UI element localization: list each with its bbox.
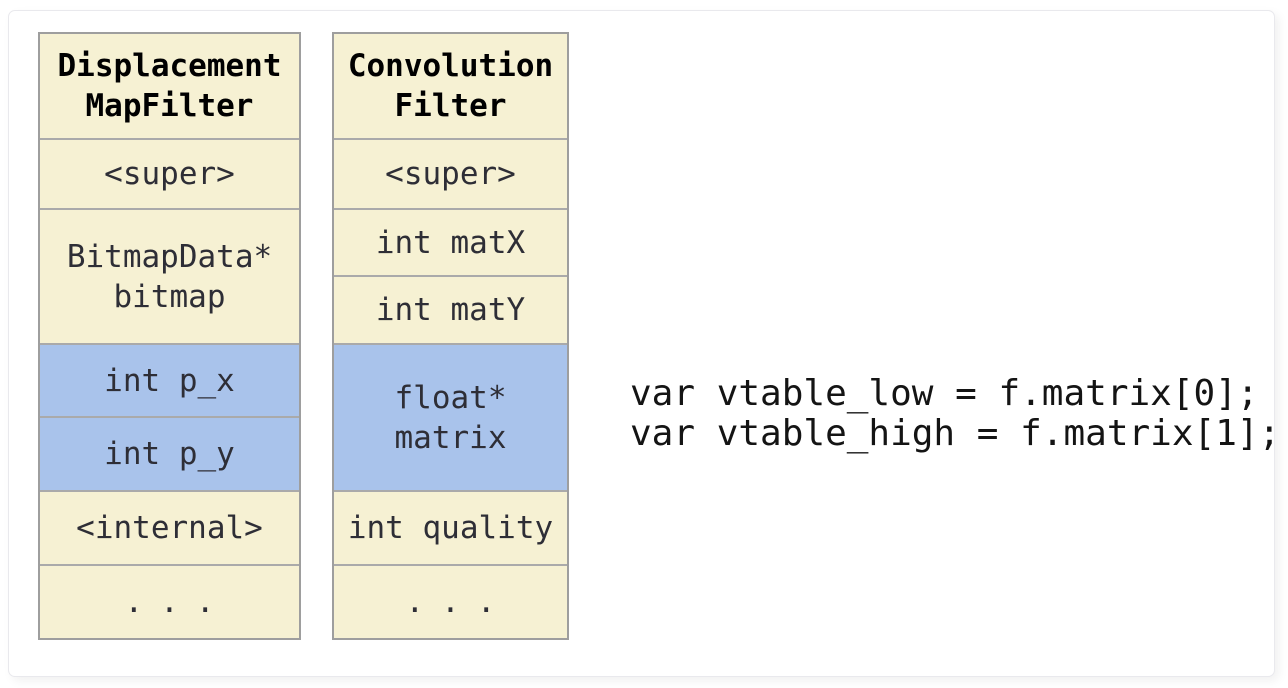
struct-title: Convolution Filter [334, 34, 567, 138]
code-line: var vtable_low = f.matrix[0]; [630, 373, 1259, 414]
field-matrix: float* matrix [334, 343, 567, 490]
field-p-y: int p_y [40, 416, 299, 490]
code-snippet: var vtable_low = f.matrix[0]; var vtable… [630, 374, 1280, 454]
field-quality: int quality [334, 490, 567, 564]
struct-displacementmapfilter: Displacement MapFilter <super> BitmapDat… [38, 32, 301, 640]
struct-convolutionfilter: Convolution Filter <super> int matX int … [332, 32, 569, 640]
field-matx: int matX [334, 208, 567, 275]
field-maty: int matY [334, 275, 567, 343]
struct-title: Displacement MapFilter [40, 34, 299, 138]
field-super: <super> [334, 138, 567, 208]
field-bitmap: BitmapData* bitmap [40, 208, 299, 343]
field-ellipsis: ... [40, 564, 299, 638]
code-line: var vtable_high = f.matrix[1]; [630, 413, 1281, 454]
field-p-x: int p_x [40, 343, 299, 416]
field-internal: <internal> [40, 490, 299, 564]
field-ellipsis: ... [334, 564, 567, 638]
field-super: <super> [40, 138, 299, 208]
